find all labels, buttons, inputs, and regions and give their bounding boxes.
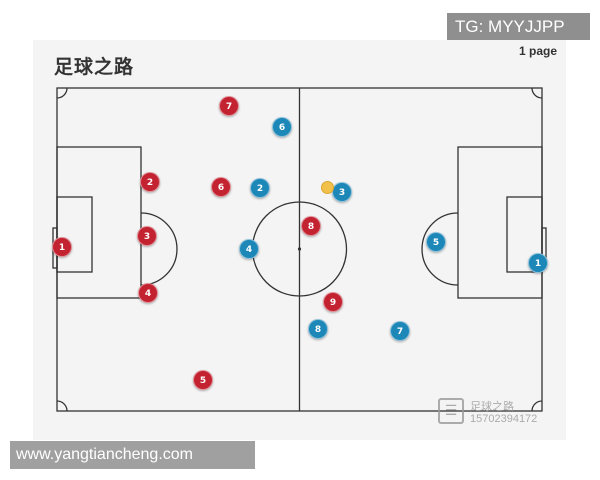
red-player-3[interactable]: 3 xyxy=(137,226,157,246)
red-player-5[interactable]: 5 xyxy=(193,370,213,390)
red-player-8[interactable]: 8 xyxy=(301,216,321,236)
url-watermark: www.yangtiancheng.com xyxy=(10,441,255,469)
page-number-label: 1 page xyxy=(519,44,558,58)
blue-player-3[interactable]: 3 xyxy=(332,182,352,202)
center-spot xyxy=(297,247,302,251)
red-player-4[interactable]: 4 xyxy=(138,283,158,303)
left-goal-area xyxy=(56,196,93,273)
ball[interactable] xyxy=(321,181,334,194)
page-title: 足球之路 xyxy=(54,56,135,78)
left-penalty-arc xyxy=(140,212,178,286)
red-player-7[interactable]: 7 xyxy=(219,96,239,116)
corner-arc-top-left xyxy=(56,87,68,99)
document-icon: ☰ xyxy=(438,398,464,424)
logo-watermark-text: 足球之路 15702394172 xyxy=(470,401,538,425)
blue-player-4[interactable]: 4 xyxy=(239,239,259,259)
blue-player-5[interactable]: 5 xyxy=(426,232,446,252)
left-penalty-area xyxy=(56,146,142,299)
red-player-2[interactable]: 2 xyxy=(140,172,160,192)
blue-player-2[interactable]: 2 xyxy=(250,178,270,198)
blue-player-6[interactable]: 6 xyxy=(272,117,292,137)
blue-player-8[interactable]: 8 xyxy=(308,319,328,339)
corner-arc-top-right xyxy=(531,87,543,99)
corner-arc-bottom-right xyxy=(531,400,543,412)
blue-player-1[interactable]: 1 xyxy=(528,253,548,273)
red-player-6[interactable]: 6 xyxy=(211,177,231,197)
red-player-9[interactable]: 9 xyxy=(323,292,343,312)
corner-arc-bottom-left xyxy=(56,400,68,412)
blue-player-7[interactable]: 7 xyxy=(390,321,410,341)
right-penalty-area xyxy=(457,146,543,299)
red-player-1[interactable]: 1 xyxy=(52,237,72,257)
right-penalty-arc xyxy=(421,212,459,286)
tg-watermark: TG: MYYJJPP xyxy=(447,13,590,40)
